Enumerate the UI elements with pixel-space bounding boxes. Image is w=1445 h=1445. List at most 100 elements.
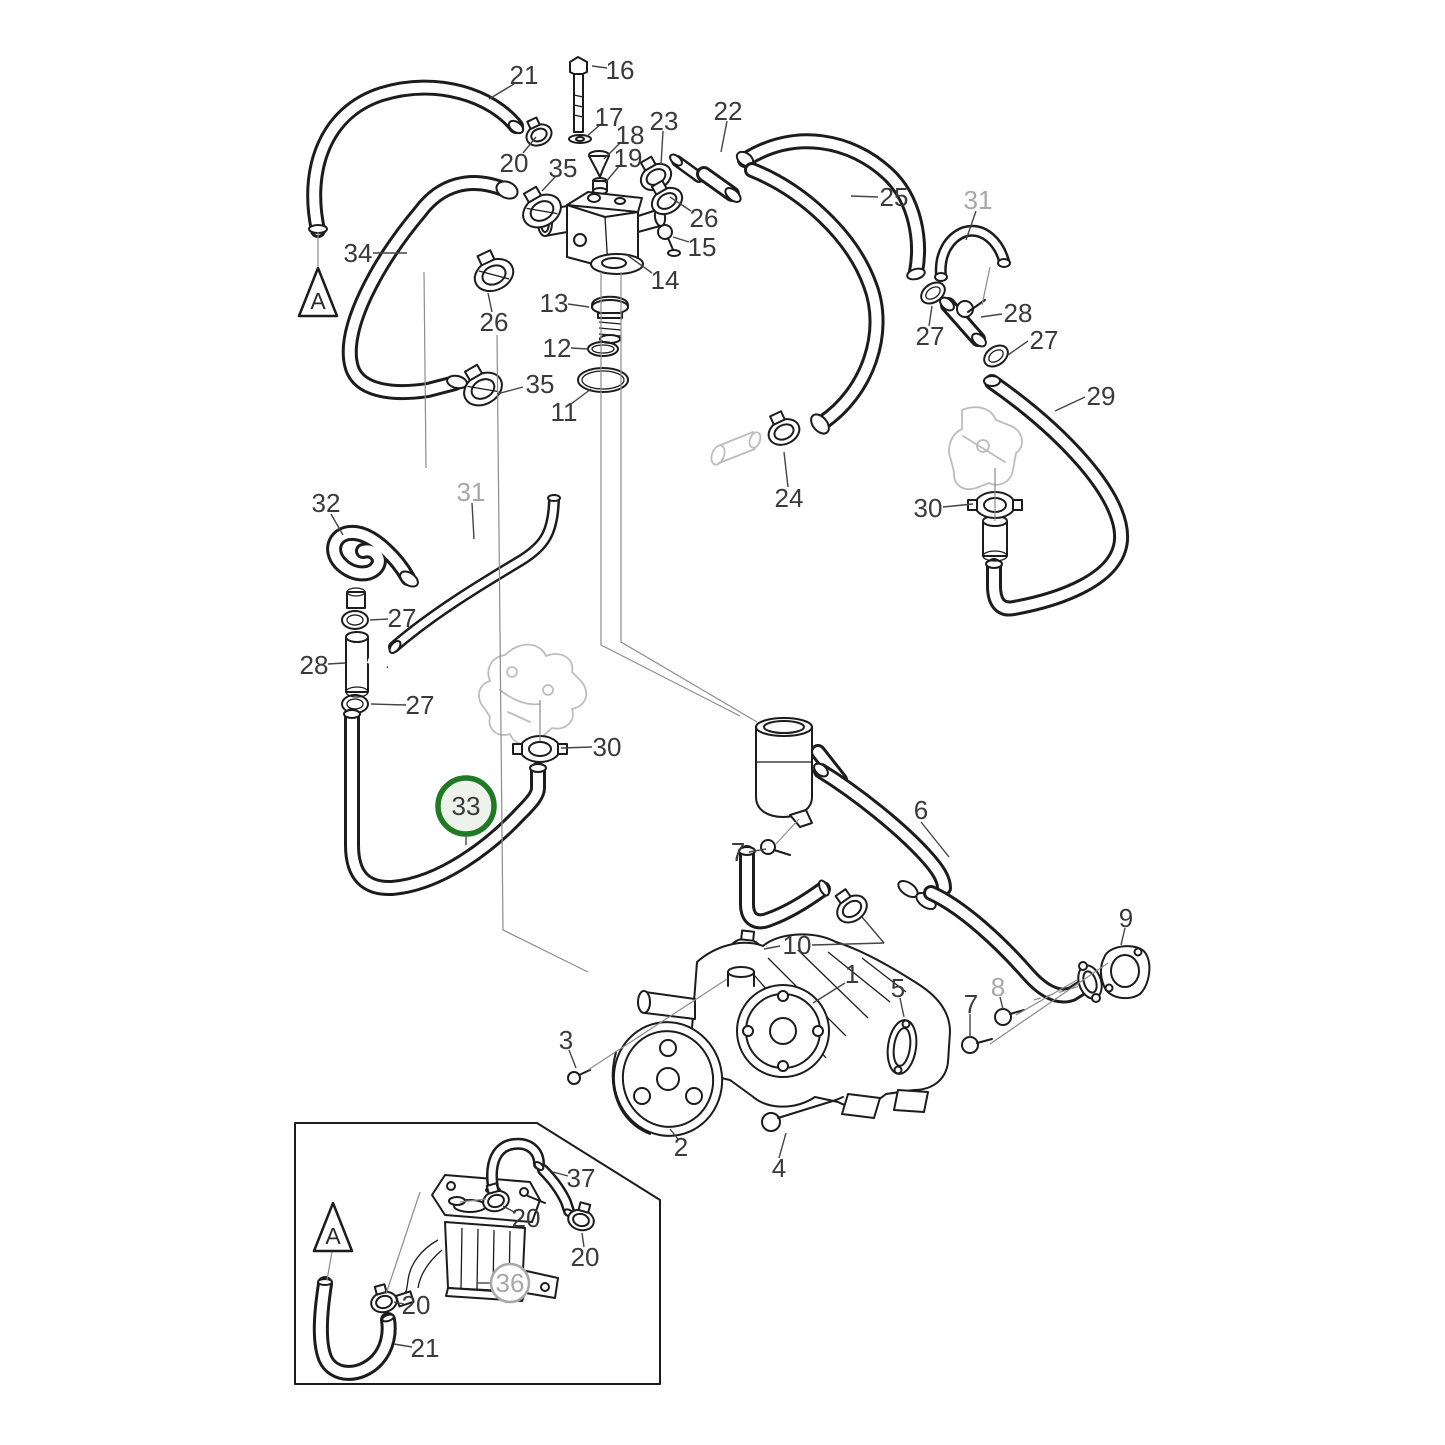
hose-25	[735, 133, 926, 281]
pulley-2	[611, 1021, 724, 1137]
oring-12	[587, 341, 619, 357]
part-label-7-38[interactable]: 7	[964, 989, 978, 1019]
tpipe-28-right	[939, 296, 987, 348]
part-label-15-10[interactable]: 15	[688, 232, 717, 262]
part-label-24-25[interactable]: 24	[775, 483, 804, 513]
hose-21	[306, 79, 525, 238]
thermostat-13	[591, 295, 629, 344]
label-leader-line	[570, 388, 592, 405]
label-leader-line	[1007, 340, 1029, 356]
part-label-25-18[interactable]: 25	[880, 182, 909, 212]
part-label-30-31[interactable]: 30	[593, 732, 622, 762]
part-number-text: 30	[914, 493, 943, 523]
assembly-reference-line	[620, 272, 758, 723]
inset-detail-box	[294, 1122, 661, 1385]
nipple-18	[588, 150, 610, 178]
part-number-text: 10	[783, 930, 812, 960]
small-hose-31-right	[934, 224, 1011, 282]
part-label-27-28[interactable]: 27	[388, 603, 417, 633]
part-number-text: 17	[595, 102, 624, 132]
part-label-19-4[interactable]: 19	[614, 143, 643, 173]
part-label-28-20[interactable]: 28	[1004, 298, 1033, 328]
part-label-23-7[interactable]: 23	[650, 106, 679, 136]
part-label-9-40[interactable]: 9	[1119, 903, 1133, 933]
part-label-27-21[interactable]: 27	[916, 321, 945, 351]
label-leader-line	[850, 195, 879, 198]
part-label-14-11[interactable]: 14	[651, 265, 680, 295]
part-number-text: 35	[549, 153, 578, 183]
label-leader-line	[603, 141, 622, 160]
connector-pipe-right	[982, 515, 1008, 562]
label-leader-line	[541, 175, 557, 192]
part-label-3-41[interactable]: 3	[559, 1025, 573, 1055]
part-label-34-12[interactable]: 34	[344, 238, 373, 268]
part-number-text: 27	[406, 690, 435, 720]
part-number-text: 5	[891, 973, 905, 1003]
reference-circle	[489, 1262, 531, 1304]
part-label-6-33[interactable]: 6	[914, 795, 928, 825]
part-label-27-22[interactable]: 27	[1030, 325, 1059, 355]
part-label-22-8[interactable]: 22	[714, 96, 743, 126]
part-label-35-16[interactable]: 35	[526, 369, 555, 399]
oring-27-right-lower	[979, 340, 1013, 372]
part-label-31-19[interactable]: 31	[964, 185, 993, 215]
label-leader-line	[748, 848, 767, 853]
label-leader-line	[369, 618, 389, 621]
part-label-17-2[interactable]: 17	[595, 102, 624, 132]
assembly-reference-line	[1015, 979, 1078, 1016]
part-label-10-35[interactable]: 10	[783, 930, 812, 960]
part-label-32-26[interactable]: 32	[312, 488, 341, 518]
part-label-33-32[interactable]: 33	[435, 775, 497, 837]
oring-27-left-upper	[341, 610, 369, 630]
part-label-1-36[interactable]: 1	[845, 959, 859, 989]
part-label-21-1[interactable]: 21	[510, 60, 539, 90]
part-label-16-0[interactable]: 16	[606, 55, 635, 85]
part-label-11-17[interactable]: 11	[551, 397, 578, 427]
part-label-28-29[interactable]: 28	[300, 650, 329, 680]
part-number-text: 13	[540, 288, 569, 318]
hose-29	[983, 374, 1130, 617]
label-leader-line	[330, 513, 344, 536]
washer-17	[568, 134, 592, 144]
label-leader-line	[783, 451, 789, 488]
part-label-20-46[interactable]: 20	[571, 1242, 600, 1272]
part-label-20-5[interactable]: 20	[500, 148, 529, 178]
part-label-35-6[interactable]: 35	[549, 153, 578, 183]
clamp-20-top	[519, 113, 557, 151]
oring-11	[577, 367, 629, 393]
part-label-37-44[interactable]: 37	[567, 1163, 596, 1193]
label-leader-line	[393, 1301, 405, 1305]
part-number-text: 15	[688, 232, 717, 262]
ghost-fitting-cone	[710, 431, 762, 466]
part-label-21-49[interactable]: 21	[411, 1333, 440, 1363]
part-label-31-27[interactable]: 31	[457, 477, 486, 507]
part-number-text: 28	[1004, 298, 1033, 328]
part-label-20-48[interactable]: 20	[402, 1290, 431, 1320]
label-leader-line	[1054, 396, 1086, 412]
clamp-20-inset-bottom	[366, 1281, 401, 1317]
part-number-text: 20	[512, 1203, 541, 1233]
part-label-27-30[interactable]: 27	[406, 690, 435, 720]
part-label-8-39[interactable]: 8	[991, 972, 1005, 1002]
part-label-2-42[interactable]: 2	[674, 1132, 688, 1162]
part-label-30-24[interactable]: 30	[914, 493, 943, 523]
part-label-13-14[interactable]: 13	[540, 288, 569, 318]
label-leader-line	[942, 503, 974, 508]
part-label-36-47[interactable]: 36	[489, 1262, 531, 1304]
part-label-20-45[interactable]: 20	[512, 1203, 541, 1233]
assembly-reference-line	[459, 1198, 487, 1203]
label-leader-line	[591, 65, 608, 69]
part-label-29-23[interactable]: 29	[1087, 381, 1116, 411]
part-label-18-3[interactable]: 18	[616, 120, 645, 150]
hose-23	[744, 162, 885, 435]
part-number-text: 37	[567, 1163, 596, 1193]
part-label-12-15[interactable]: 12	[543, 333, 572, 363]
label-leader-line	[585, 123, 602, 138]
part-label-5-37[interactable]: 5	[891, 973, 905, 1003]
part-label-7-34[interactable]: 7	[731, 837, 745, 867]
part-label-4-43[interactable]: 4	[772, 1153, 786, 1183]
part-label-26-9[interactable]: 26	[690, 203, 719, 233]
part-label-26-13[interactable]: 26	[480, 307, 509, 337]
